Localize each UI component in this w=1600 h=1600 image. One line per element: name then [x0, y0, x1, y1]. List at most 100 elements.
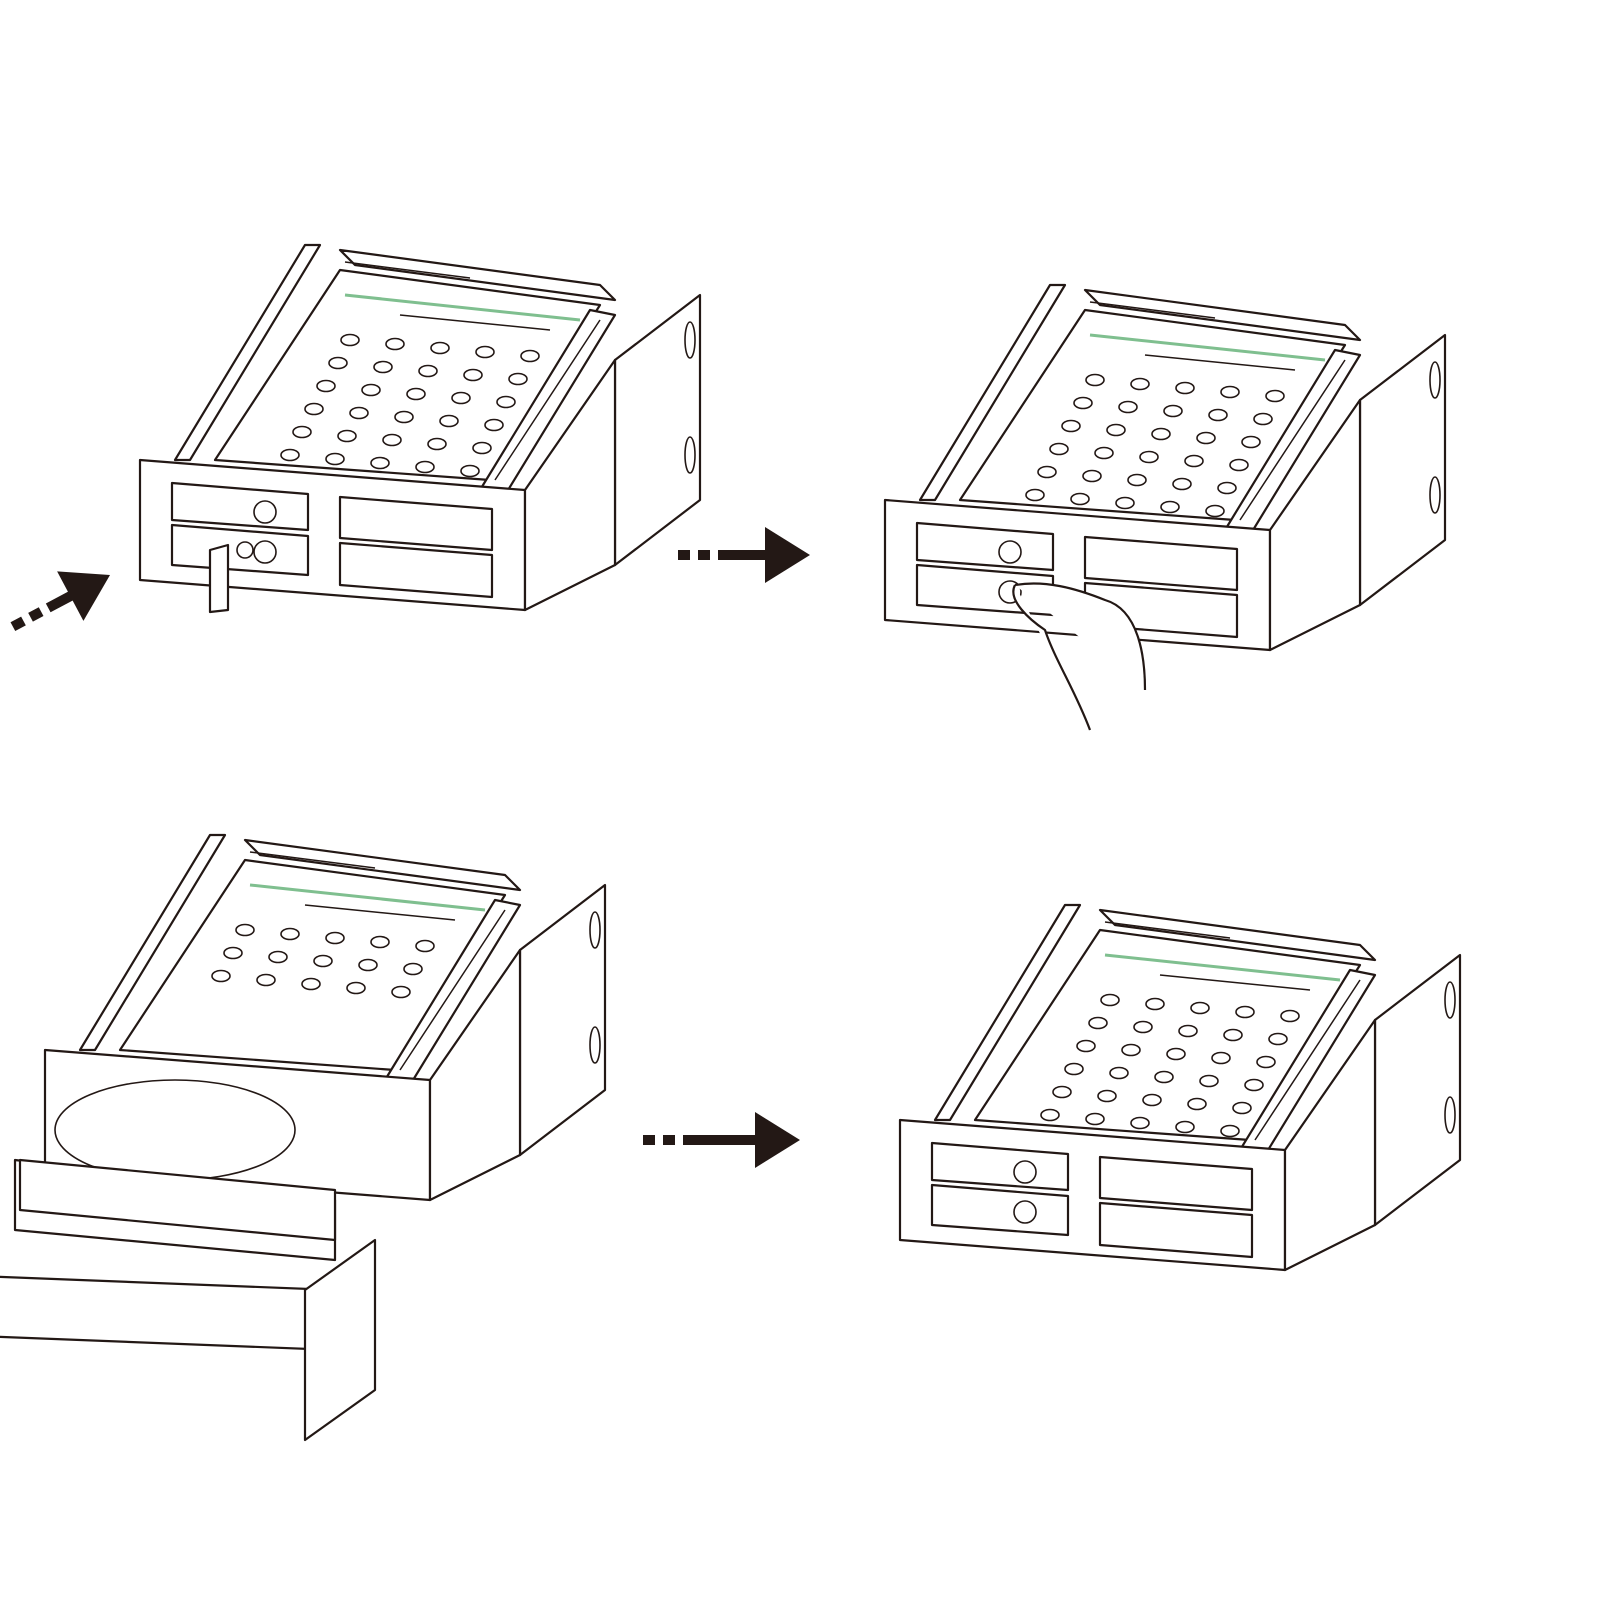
vent-hole — [1172, 477, 1192, 491]
rail-slot — [589, 911, 601, 949]
vent-hole — [1241, 435, 1261, 449]
vent-hole — [1253, 412, 1273, 426]
vent-hole — [415, 460, 435, 474]
vent-hole — [1139, 450, 1159, 464]
vent-hole — [1244, 1078, 1264, 1092]
back-frame — [1083, 288, 1362, 342]
vent-hole — [1121, 1043, 1141, 1057]
key-head — [236, 541, 254, 559]
vent-hole — [427, 437, 447, 451]
vent-hole — [1268, 1032, 1288, 1046]
vent-hole — [415, 939, 435, 953]
vent-hole — [292, 425, 312, 439]
vent-hole — [508, 372, 528, 386]
bezel-side — [1268, 398, 1362, 652]
vent-hole — [1205, 504, 1225, 518]
vent-hole — [1097, 1089, 1117, 1103]
rail-detail — [494, 319, 601, 481]
dashed-arrow-right-icon — [678, 527, 810, 583]
arrow-shaft — [45, 589, 78, 613]
vent-hole — [1175, 381, 1195, 395]
front-bar — [18, 1158, 337, 1242]
vent-hole — [340, 333, 360, 347]
vent-hole — [451, 391, 471, 405]
side-rail-left — [173, 243, 322, 462]
vent-hole — [520, 349, 540, 363]
vent-hole — [463, 368, 483, 382]
side-rail-left — [933, 903, 1082, 1122]
lock-icon — [1013, 1200, 1037, 1224]
vent-hole — [1109, 1066, 1129, 1080]
back-edge — [1104, 921, 1231, 939]
vent-hole — [358, 958, 378, 972]
vent-hole — [316, 379, 336, 393]
vent-hole — [472, 441, 492, 455]
hard-disk-platter — [54, 1079, 296, 1181]
dashed-arrow-right-icon — [643, 1112, 800, 1168]
rail-slot — [684, 436, 696, 474]
rail-detail — [399, 909, 506, 1071]
rail-slot — [1429, 476, 1441, 514]
lock-icon — [998, 540, 1022, 564]
vent-hole — [1217, 481, 1237, 495]
rail-slot — [684, 321, 696, 359]
tray-door-lower-right — [338, 541, 494, 599]
vent-hole — [1106, 423, 1126, 437]
vent-hole — [1115, 496, 1135, 510]
tray-door-upper-right — [1098, 1155, 1254, 1212]
vent-hole — [1118, 400, 1138, 414]
vent-hole — [1088, 1016, 1108, 1030]
enclosure-step-1 — [138, 243, 702, 614]
vent-hole — [1145, 997, 1165, 1011]
vent-hole — [325, 931, 345, 945]
vent-hole — [313, 954, 333, 968]
vent-hole — [280, 448, 300, 462]
tray-top — [118, 858, 507, 1072]
vent-hole — [268, 950, 288, 964]
vent-hole — [418, 364, 438, 378]
vent-hole — [1163, 404, 1183, 418]
back-frame — [243, 838, 522, 892]
vent-hole — [256, 973, 276, 987]
vent-hole — [385, 337, 405, 351]
enclosure-step-2 — [883, 283, 1447, 731]
arrow-dash — [28, 607, 44, 622]
arrow-dash — [698, 550, 710, 560]
vent-hole — [496, 395, 516, 409]
lock-icon — [1013, 1160, 1037, 1184]
key-icon — [208, 541, 254, 614]
rail-slot — [1444, 1096, 1456, 1134]
vent-hole — [1040, 1108, 1060, 1122]
vent-hole — [1094, 446, 1114, 460]
tray-top — [958, 308, 1347, 522]
tray-door-upper-right — [1083, 535, 1239, 592]
back-edge — [1089, 301, 1216, 319]
back-edge — [344, 261, 471, 279]
vent-hole — [1133, 1020, 1153, 1034]
vent-hole — [382, 433, 402, 447]
back-edge — [249, 851, 376, 869]
enclosure-step-4 — [898, 903, 1462, 1272]
vent-hole — [1064, 1062, 1084, 1076]
vent-hole — [439, 414, 459, 428]
drive-tray-extended — [0, 1275, 337, 1352]
tray-door-open — [303, 1238, 377, 1442]
vent-hole — [1127, 473, 1147, 487]
arrow-dash — [663, 1135, 675, 1145]
vent-hole — [1190, 1001, 1210, 1015]
tray-top — [973, 928, 1362, 1142]
tray-top — [213, 268, 602, 482]
lock-icon — [253, 540, 277, 564]
pcb-board — [1104, 953, 1341, 982]
connector — [399, 314, 551, 331]
vent-hole — [430, 341, 450, 355]
vent-hole — [1235, 1005, 1255, 1019]
vent-hole — [337, 429, 357, 443]
rail-slot — [589, 1026, 601, 1064]
lock-icon — [253, 500, 277, 524]
vent-hole — [1184, 454, 1204, 468]
vent-hole — [349, 406, 369, 420]
vent-hole — [1232, 1101, 1252, 1115]
vent-hole — [361, 383, 381, 397]
vent-hole — [1196, 431, 1216, 445]
